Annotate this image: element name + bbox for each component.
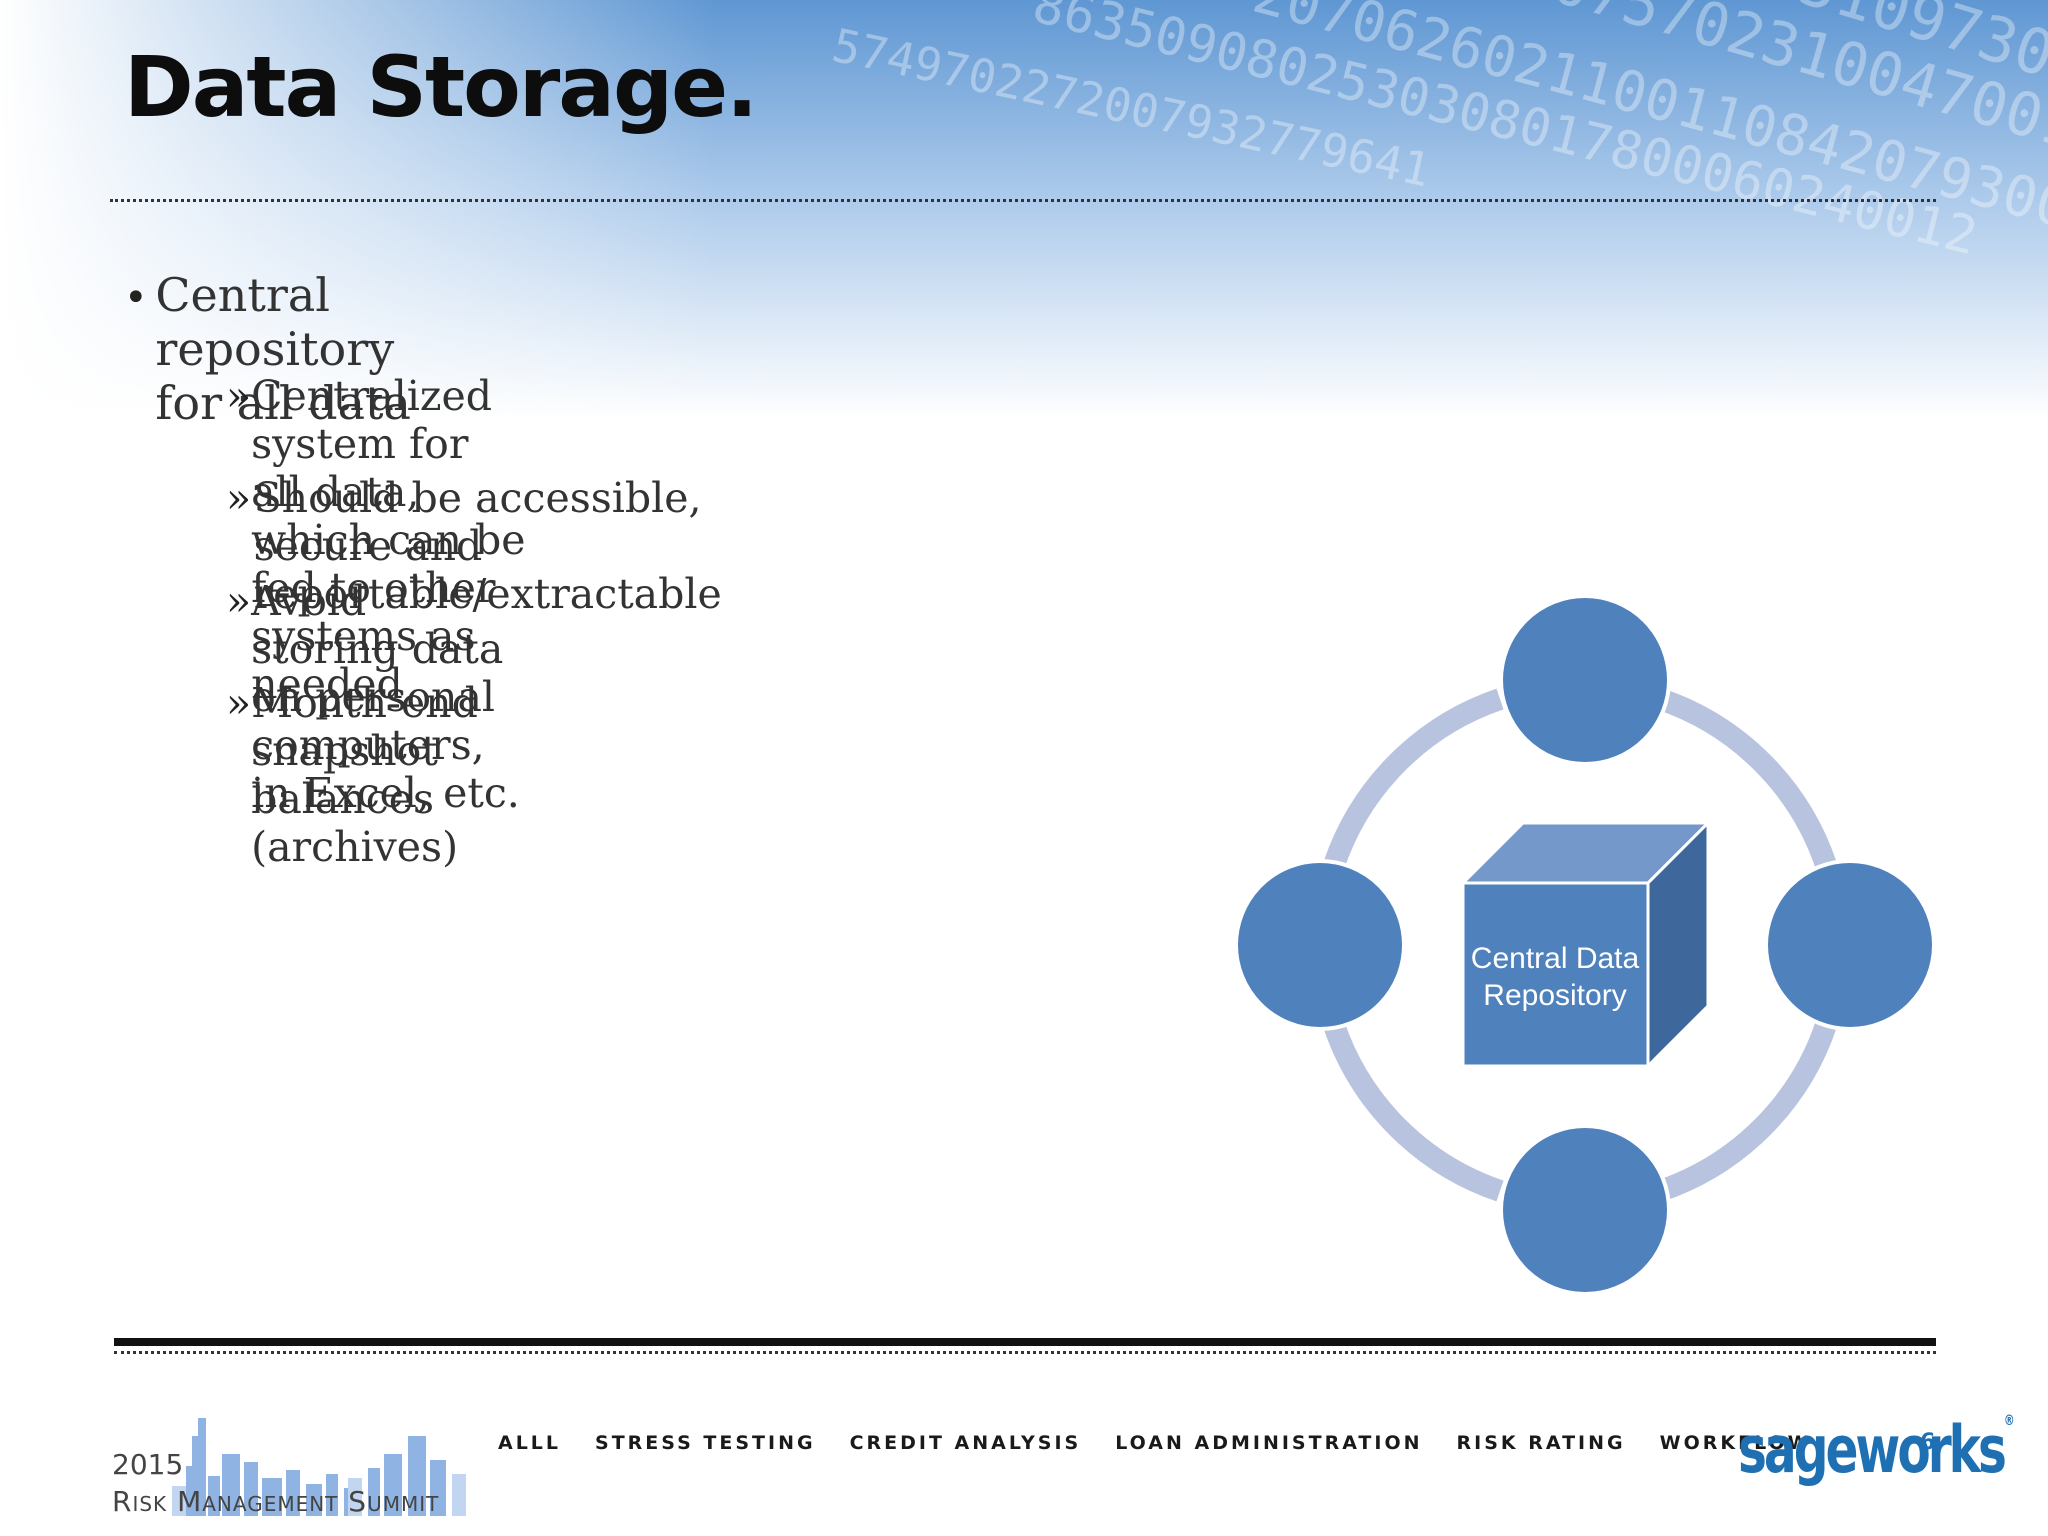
sub-bullet-text: Should be accessible, secure and reporta… xyxy=(253,474,722,618)
brand-registered-mark: ® xyxy=(2003,1412,2015,1429)
bullet-main-text: Central repository for all data xyxy=(155,268,411,430)
footer-divider-thick xyxy=(114,1338,1936,1346)
brand-name: sageworks xyxy=(1738,1412,2007,1488)
sub-bullet-text: Avoid storing data on personal computers… xyxy=(251,577,520,817)
footer-nav-item-alll: ALLL xyxy=(498,1432,562,1454)
sub-bullet: » Should be accessible, secure and repor… xyxy=(226,474,758,618)
repository-cube xyxy=(1459,819,1712,1070)
sub-bullet-marker: » xyxy=(226,372,252,420)
bullet-main: • Central repository for all data xyxy=(124,268,440,430)
footer-nav-item-credit-analysis: CREDIT ANALYSIS xyxy=(849,1432,1082,1454)
header-background: 5749702272007932779641 86350908025303080… xyxy=(0,0,2048,420)
cycle-node-right xyxy=(1764,859,1936,1031)
footer-nav-item-loan-administration: LOAN ADMINISTRATION xyxy=(1115,1432,1423,1454)
cycle-node-top xyxy=(1499,594,1671,766)
sub-bullet-marker: » xyxy=(226,474,252,522)
brand-logo: sageworks® xyxy=(1738,1412,2015,1488)
repository-cycle-diagram: Central Data Repository xyxy=(1234,594,1936,1296)
footer-nav-item-risk-rating: RISK RATING xyxy=(1456,1432,1626,1454)
footer-nav-item-stress-testing: STRESS TESTING xyxy=(595,1432,816,1454)
page-number: 6 xyxy=(1920,1430,1936,1455)
footer-divider-dotted xyxy=(114,1351,1936,1354)
cube-front xyxy=(1461,881,1650,1068)
sub-bullet: » Avoid storing data on personal compute… xyxy=(226,577,524,817)
sub-bullet: » Centralized system for all data, which… xyxy=(226,372,531,708)
footer-nav: ALLL STRESS TESTING CREDIT ANALYSIS LOAN… xyxy=(498,1432,1812,1454)
sub-bullet-text: Centralized system for all data, which c… xyxy=(251,372,526,708)
sub-bullet: » Month-end snapshot balances (archives) xyxy=(226,679,497,871)
repository-label-line1: Central Data xyxy=(1471,942,1640,975)
event-year: 2015 xyxy=(112,1448,184,1481)
sub-bullet-marker: » xyxy=(226,679,252,727)
title-divider xyxy=(110,199,1936,202)
sub-bullet-text: Month-end snapshot balances (archives) xyxy=(251,679,478,871)
skyline-logo xyxy=(172,1418,466,1516)
sub-bullet-marker: » xyxy=(226,577,252,625)
cycle-ring xyxy=(1323,688,1837,1202)
footer-nav-item-workflow: WORKFLOW xyxy=(1659,1432,1812,1454)
slide-title: Data Storage. xyxy=(124,38,758,136)
cycle-node-bottom xyxy=(1499,1124,1671,1296)
cycle-node-left xyxy=(1234,859,1406,1031)
event-name: Risk Management Summit xyxy=(112,1485,440,1518)
repository-label-line2: Repository xyxy=(1483,979,1626,1012)
bullet-dot: • xyxy=(124,275,148,321)
